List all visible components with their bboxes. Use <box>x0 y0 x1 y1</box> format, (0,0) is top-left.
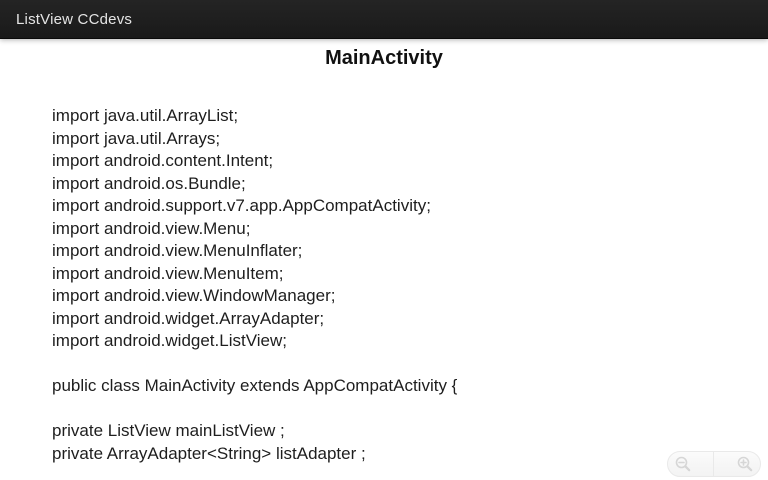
action-bar-title: ListView CCdevs <box>16 10 133 28</box>
zoom-controls <box>667 451 761 477</box>
code-line: import android.view.WindowManager; <box>52 286 336 305</box>
code-line: private ListView mainListView ; <box>52 421 285 440</box>
magnifier-minus-icon <box>675 456 691 472</box>
code-line <box>52 398 768 421</box>
code-line: import android.content.Intent; <box>52 151 274 170</box>
magnifier-plus-icon <box>737 456 753 472</box>
code-line: import android.support.v7.app.AppCompatA… <box>52 196 431 215</box>
zoom-in-button[interactable] <box>714 452 760 476</box>
code-line <box>52 353 768 376</box>
code-line: import android.widget.ListView; <box>52 331 287 350</box>
code-line: import android.view.Menu; <box>52 218 251 238</box>
code-line: import java.util.ArrayList; <box>52 106 239 125</box>
code-line: import android.view.MenuInflater; <box>52 241 303 260</box>
code-line: private ArrayAdapter<String> listAdapter… <box>52 443 366 463</box>
code-line: import java.util.Arrays; <box>52 128 221 148</box>
zoom-out-button[interactable] <box>668 452 714 476</box>
code-line: import android.view.MenuItem; <box>52 263 284 283</box>
page-title: MainActivity <box>325 47 443 69</box>
code-line: import android.widget.ArrayAdapter; <box>52 308 325 328</box>
code-line: public class MainActivity extends AppCom… <box>52 376 458 395</box>
action-bar: ListView CCdevs <box>0 0 768 38</box>
code-block: import java.util.ArrayList; import java.u… <box>52 105 768 465</box>
code-line: import android.os.Bundle; <box>52 173 246 193</box>
content-scroll-area[interactable]: MainActivity import java.util.ArrayList;… <box>0 38 768 480</box>
